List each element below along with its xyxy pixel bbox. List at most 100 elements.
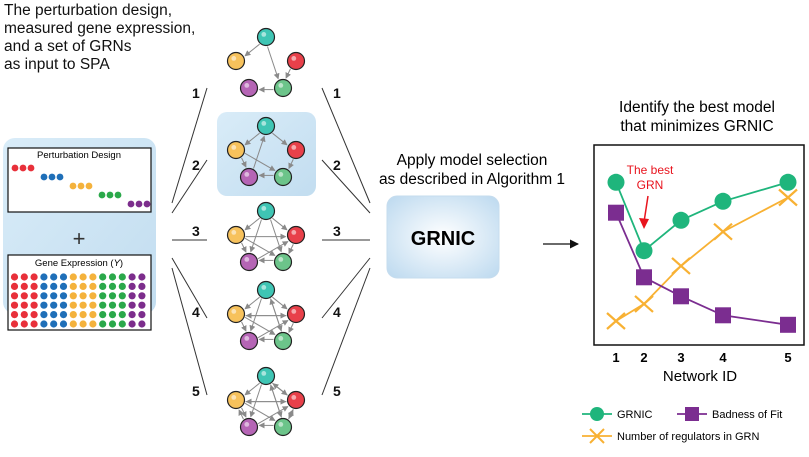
expression-dot xyxy=(10,282,19,290)
node-highlight xyxy=(231,145,237,150)
expression-dot xyxy=(128,273,136,281)
gene-node-teal xyxy=(256,116,276,136)
intro-line-4: as input to SPA xyxy=(4,56,110,73)
network-edge xyxy=(269,384,282,418)
expression-dot xyxy=(10,320,19,328)
network-edge xyxy=(241,242,247,253)
data-point xyxy=(714,192,732,210)
expression-dot xyxy=(89,282,97,290)
node-highlight xyxy=(291,395,297,400)
gene-node-green xyxy=(273,252,293,272)
expression-dot xyxy=(50,320,58,328)
network-edge xyxy=(257,320,289,339)
x-tick-label: 1 xyxy=(612,350,619,365)
expression-dot xyxy=(118,292,126,300)
network-edge xyxy=(241,157,247,168)
node-highlight xyxy=(261,371,267,376)
expression-dot xyxy=(30,292,38,300)
perturbation-dot xyxy=(48,173,56,181)
data-point xyxy=(715,307,731,324)
expression-dot xyxy=(59,282,68,290)
data-point xyxy=(634,295,654,313)
perturbation-dot xyxy=(127,200,135,208)
network-4 xyxy=(226,280,306,351)
network-edge xyxy=(272,383,288,396)
grnic-box xyxy=(386,195,500,279)
expression-dot xyxy=(40,301,48,309)
intro-line-3: and a set of GRNs xyxy=(4,38,132,55)
perturbation-dot xyxy=(19,164,27,172)
expression-dot xyxy=(59,273,68,281)
expression-dot xyxy=(50,282,58,290)
perturbation-dot xyxy=(77,182,85,190)
data-point xyxy=(672,211,690,229)
expression-dot xyxy=(20,311,28,319)
gene-node-purple xyxy=(239,167,259,187)
expression-dot xyxy=(50,301,58,309)
chart-heading-1: Identify the best model xyxy=(619,99,775,116)
chart-frame xyxy=(593,144,805,346)
expression-dot xyxy=(118,273,126,281)
expression-dot xyxy=(79,301,87,309)
expression-dot xyxy=(99,282,107,290)
network-edge xyxy=(253,135,266,169)
network-edge xyxy=(244,43,260,57)
node-highlight xyxy=(278,172,284,177)
expression-dot xyxy=(30,311,38,319)
expression-dot xyxy=(108,301,117,309)
network-edge xyxy=(249,384,262,418)
expression-dot xyxy=(20,273,28,281)
network-edge xyxy=(272,296,288,310)
left-fan-lines xyxy=(171,87,208,396)
gene-node-red xyxy=(286,51,306,71)
expression-dot xyxy=(69,282,77,290)
gene-expression-box xyxy=(7,254,152,331)
expression-dot xyxy=(79,282,87,290)
gene-node-teal xyxy=(256,201,276,221)
expression-dot xyxy=(89,320,97,328)
gene-node-orange xyxy=(226,140,246,160)
expression-dot xyxy=(59,320,68,328)
perturbation-dot xyxy=(135,200,143,208)
expression-dot xyxy=(138,301,146,309)
best-grn-annotation-2: GRN xyxy=(637,178,664,192)
intro-line-2: measured gene expression, xyxy=(4,20,196,37)
node-highlight xyxy=(244,422,250,427)
network-edge xyxy=(238,409,244,420)
gene-node-teal xyxy=(256,280,276,300)
gene-expression-dots xyxy=(10,273,146,328)
expression-dot xyxy=(30,273,38,281)
expression-dot xyxy=(10,292,19,300)
x-axis-label: Network ID xyxy=(663,368,737,385)
expression-dot xyxy=(20,282,28,290)
network-edge xyxy=(244,316,276,335)
network-edge xyxy=(267,46,280,80)
network-edge xyxy=(269,298,282,332)
expression-dot xyxy=(99,301,107,309)
perturbation-dot xyxy=(114,191,122,199)
data-point xyxy=(673,288,689,305)
node-highlight xyxy=(261,32,267,37)
right-number-3: 3 xyxy=(333,223,341,239)
gene-node-green xyxy=(273,417,293,437)
expression-dot xyxy=(20,320,28,328)
network-edge xyxy=(257,406,289,425)
network-edge xyxy=(288,244,294,255)
right-number-1: 1 xyxy=(333,85,341,101)
perturbation-dot xyxy=(27,164,35,172)
expression-dot xyxy=(108,292,117,300)
gene-node-red xyxy=(286,304,306,324)
legend-marker xyxy=(590,407,604,421)
expression-dot xyxy=(10,273,19,281)
expression-dot xyxy=(40,311,48,319)
gene-node-green xyxy=(273,78,293,98)
plus-sign: + xyxy=(73,226,86,251)
node-highlight xyxy=(261,121,267,126)
network-edge xyxy=(244,217,260,231)
series-number-of-regulators-in-grn xyxy=(606,188,798,330)
perturbation-dot xyxy=(40,173,48,181)
node-highlight xyxy=(244,172,250,177)
network-edge xyxy=(257,241,289,260)
expression-dot xyxy=(69,292,77,300)
